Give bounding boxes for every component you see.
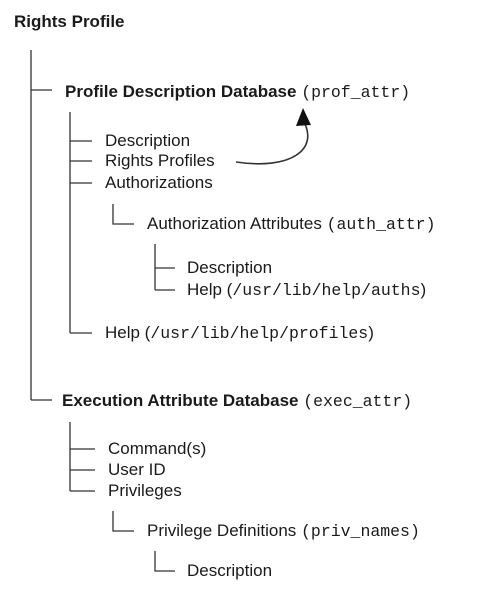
auth-file: (auth_attr) — [326, 215, 436, 234]
auth-help-label: Help ( — [187, 280, 233, 299]
exec-item-commands: Command(s) — [108, 439, 207, 458]
prof-file: (prof_attr) — [301, 83, 411, 102]
prof-help-close: ) — [368, 323, 374, 342]
exec-file: (exec_attr) — [303, 392, 413, 411]
prof-node: Profile Description Database (prof_attr) — [65, 82, 410, 103]
priv-file: (priv_names) — [301, 522, 420, 541]
prof-help-label: Help ( — [105, 323, 151, 342]
auth-node: Authorization Attributes (auth_attr) — [147, 214, 435, 235]
priv-item-description: Description — [187, 561, 273, 580]
priv-node: Privilege Definitions (priv_names) — [147, 521, 420, 542]
prof-item-authorizations: Authorizations — [105, 173, 213, 192]
prof-item-help: Help (/usr/lib/help/profiles) — [105, 323, 374, 344]
prof-item-description: Description — [105, 131, 191, 150]
auth-help-path: /usr/lib/help/auths — [232, 281, 421, 300]
exec-item-user-id: User ID — [108, 460, 166, 479]
exec-title: Execution Attribute Database — [62, 391, 299, 410]
auth-help-close: ) — [420, 280, 427, 299]
exec-node: Execution Attribute Database (exec_attr) — [62, 391, 412, 412]
priv-title: Privilege Definitions — [147, 521, 297, 540]
priv-items-trunk — [154, 551, 175, 572]
priv-trunk — [112, 511, 134, 532]
auth-title: Authorization Attributes — [147, 214, 322, 233]
rights-profiles-arrow — [235, 119, 309, 165]
root-title: Rights Profile — [14, 12, 125, 31]
prof-help-path: /usr/lib/help/profiles — [150, 324, 369, 343]
auth-item-description: Description — [187, 258, 273, 277]
auth-trunk — [112, 204, 134, 225]
exec-item-privileges: Privileges — [108, 481, 182, 500]
arrow-head-icon — [296, 108, 311, 126]
prof-title: Profile Description Database — [65, 82, 297, 101]
prof-item-rights-profiles: Rights Profiles — [105, 151, 215, 170]
auth-item-help: Help (/usr/lib/help/auths) — [187, 280, 426, 301]
